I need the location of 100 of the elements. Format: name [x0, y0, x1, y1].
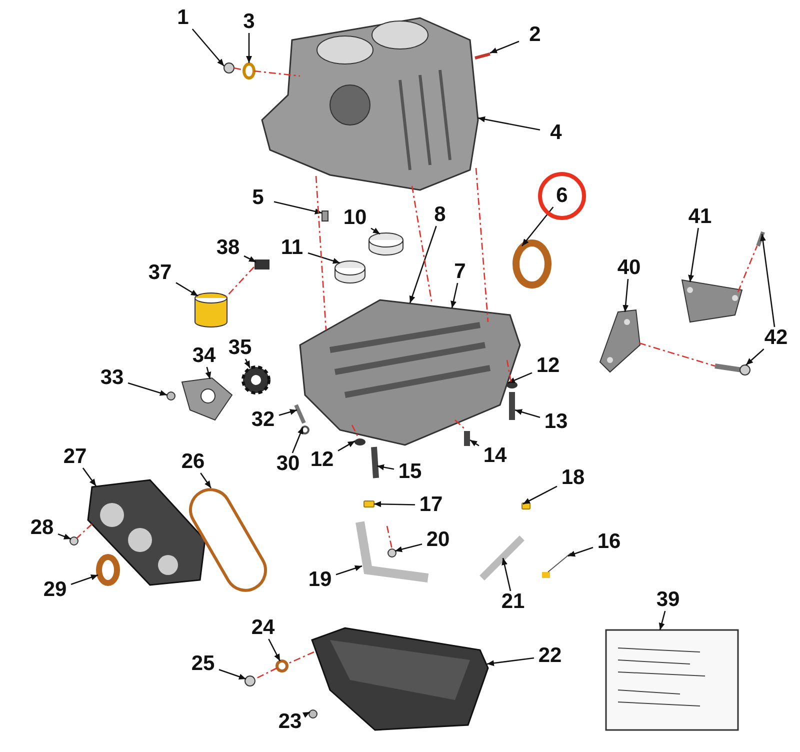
leader-line — [244, 358, 251, 368]
cover-plate-drawing — [87, 479, 206, 586]
callout-number: 8 — [424, 204, 456, 226]
callout-number: 32 — [247, 409, 279, 431]
leader-line — [205, 366, 212, 380]
leader-line — [760, 234, 776, 328]
callout-number: 7 — [444, 261, 476, 283]
callout-number: 23 — [274, 711, 306, 733]
leader-line — [176, 282, 198, 297]
callout-number: 10 — [339, 207, 371, 229]
callout-number: 28 — [26, 517, 58, 539]
leader-line — [522, 486, 558, 505]
callout-number: 34 — [188, 345, 220, 367]
assembly-line — [234, 67, 244, 71]
leader-line — [376, 464, 394, 470]
callout-number: 11 — [276, 237, 308, 259]
leader-line — [192, 28, 224, 66]
sensor-drawing — [542, 552, 572, 578]
leader-line — [244, 255, 256, 263]
callout-number: 35 — [224, 337, 256, 359]
bracket-drawing — [681, 279, 743, 323]
assembly-line — [506, 360, 512, 382]
screw-drawing — [166, 392, 176, 400]
callout-number: 15 — [394, 461, 426, 483]
leader-line — [746, 348, 764, 366]
assembly-line — [226, 266, 254, 298]
leader-line — [70, 574, 98, 586]
callout-number: 21 — [497, 591, 529, 613]
bolt-drawing — [244, 676, 256, 686]
plug-drawing — [474, 52, 490, 60]
seal-ring-drawing — [512, 240, 552, 288]
oil-filter-drawing — [194, 292, 228, 328]
pin-drawing — [254, 260, 270, 270]
assembly-line — [254, 70, 300, 77]
plug-drawing — [364, 500, 374, 508]
callout-number: 37 — [144, 262, 176, 284]
leader-line — [58, 533, 72, 540]
assembly-line — [254, 667, 278, 680]
assembly-line — [475, 168, 489, 322]
oil-pan-drawing — [311, 627, 489, 731]
leader-line — [246, 33, 252, 63]
leader-line — [502, 558, 512, 592]
callout-number: 13 — [540, 411, 572, 433]
engine-block-drawing — [261, 17, 479, 191]
callout-number: 29 — [39, 579, 71, 601]
leader-line — [409, 226, 437, 304]
assembly-line — [454, 420, 466, 430]
leader-line — [336, 565, 362, 576]
leader-line — [268, 638, 281, 662]
leader-line — [658, 610, 666, 630]
leader-line — [508, 372, 532, 384]
leader-line — [278, 409, 298, 416]
leader-line — [522, 206, 554, 246]
assembly-line — [286, 651, 314, 665]
leader-line — [478, 116, 540, 131]
leader-line — [200, 472, 212, 488]
callout-number: 3 — [233, 11, 265, 33]
gear-drawing — [242, 366, 270, 394]
assembly-line — [315, 176, 327, 330]
screw-drawing — [756, 231, 765, 247]
callout-number: 39 — [652, 589, 684, 611]
callout-number: 26 — [177, 451, 209, 473]
washer-drawing — [276, 660, 288, 672]
fitting-drawing — [294, 404, 306, 424]
leader-line — [274, 201, 322, 214]
leader-line — [370, 228, 380, 235]
assembly-line — [737, 246, 758, 292]
assembly-line — [411, 186, 433, 304]
callout-number: 17 — [415, 494, 447, 516]
leader-line — [394, 543, 422, 552]
assembly-line — [76, 524, 92, 538]
crankcase-drawing — [299, 299, 521, 446]
callout-number: 38 — [212, 237, 244, 259]
bolt-drawing — [464, 431, 470, 446]
callout-number: 27 — [59, 446, 91, 468]
assembly-line — [351, 424, 360, 440]
callout-number: 16 — [593, 531, 625, 553]
seal-drawing — [300, 426, 310, 434]
leader-line — [490, 40, 520, 54]
leader-line — [82, 468, 97, 486]
callout-number: 20 — [422, 529, 454, 551]
leader-line — [568, 546, 594, 557]
callout-number: 4 — [540, 122, 572, 144]
callout-number: 14 — [479, 445, 511, 467]
callout-number: 25 — [187, 653, 219, 675]
bolt-drawing — [70, 536, 78, 546]
leader-line — [218, 668, 246, 680]
highlighted-callout-number: 6 — [538, 172, 586, 220]
leader-line — [486, 657, 534, 666]
leader-line — [688, 228, 699, 282]
leader-line — [338, 440, 356, 452]
leader-line — [450, 282, 458, 308]
assembly-line — [386, 526, 393, 550]
bolt-drawing — [371, 446, 379, 478]
plug-drawing — [308, 710, 318, 718]
callout-number: 24 — [247, 617, 279, 639]
pipe-drawing — [356, 521, 429, 582]
callout-number: 2 — [519, 24, 551, 46]
pump-plate-drawing — [181, 377, 233, 421]
bolt-drawing — [714, 364, 750, 376]
